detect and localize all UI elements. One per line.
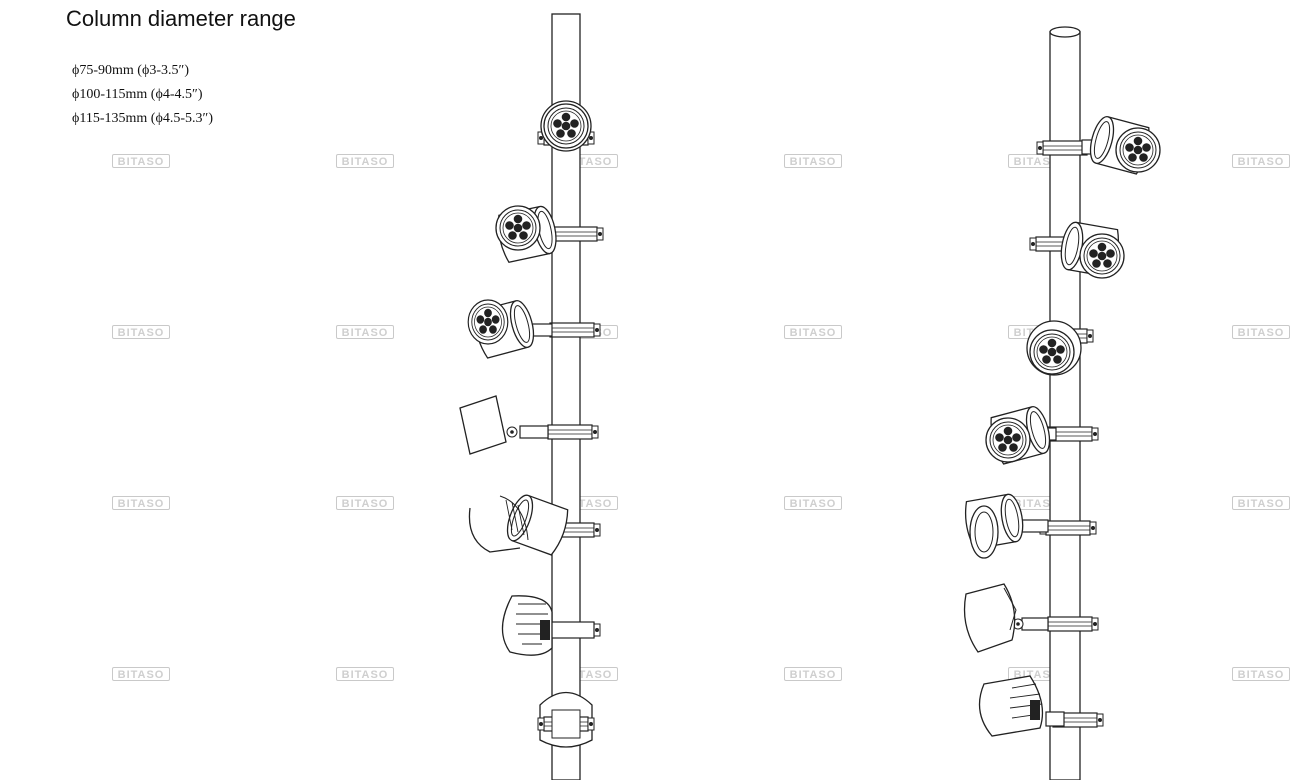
fixture-rear-view [501, 595, 601, 656]
diagram-title: Column diameter range [66, 6, 296, 31]
left-pole-assembly [459, 13, 604, 780]
watermark: BITASO [112, 154, 170, 168]
watermark: BITASO [336, 325, 394, 339]
fixture-front-view [537, 100, 595, 152]
watermark: BITASO [1232, 496, 1290, 510]
watermark: BITASO [112, 325, 170, 339]
diameter-spec-3: ϕ115-135mm (ϕ4.5-5.3″) [72, 111, 213, 126]
fixture-angled-right-2 [1029, 219, 1125, 279]
fixture-angled-right [1036, 113, 1161, 176]
fixture-side-left [467, 297, 601, 360]
watermark: BITASO [784, 667, 842, 681]
fixture-angled-left-right-pole [985, 403, 1099, 466]
fixture-angled-left [494, 203, 604, 264]
watermark: BITASO [1232, 325, 1290, 339]
watermark: BITASO [784, 496, 842, 510]
fixture-tilted-right-pole [963, 583, 1099, 653]
watermark: BITASO [784, 154, 842, 168]
fixture-side-left-right-pole [961, 491, 1097, 559]
fixture-front-right [1026, 320, 1094, 376]
fixture-tilted-back [468, 491, 601, 557]
fixture-bottom-view [537, 692, 595, 748]
watermark: BITASO [1232, 154, 1290, 168]
watermark: BITASO [1232, 667, 1290, 681]
watermark: BITASO [112, 667, 170, 681]
watermark: BITASO [336, 667, 394, 681]
watermark: BITASO [784, 325, 842, 339]
right-pole-assembly [961, 26, 1161, 780]
fixture-rear-right-pole [978, 675, 1104, 737]
watermark: BITASO [112, 496, 170, 510]
watermark: BITASO [336, 154, 394, 168]
fixture-profile [459, 395, 599, 455]
pole [1049, 31, 1081, 780]
watermark: BITASO [336, 496, 394, 510]
diameter-spec-list: ϕ75-90mm (ϕ3-3.5″) ϕ100-115mm (ϕ4-4.5″) … [72, 59, 213, 131]
diameter-spec-1: ϕ75-90mm (ϕ3-3.5″) [72, 63, 189, 78]
diameter-spec-2: ϕ100-115mm (ϕ4-4.5″) [72, 87, 203, 102]
